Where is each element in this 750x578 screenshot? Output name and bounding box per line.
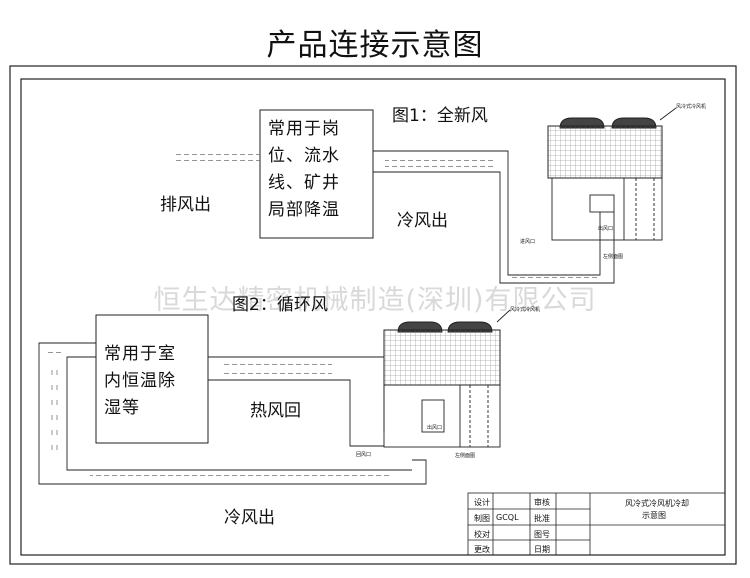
box-line: 位、流水 xyxy=(268,146,340,166)
tb-drawing-no: 图号 xyxy=(534,530,550,539)
figure1-side-label: 左侧面图 xyxy=(603,254,624,260)
figure1-outlet-label: 出风口 xyxy=(598,226,614,232)
application-box-2 xyxy=(95,314,209,444)
tb-design: 设计 xyxy=(474,498,490,507)
exhaust-label: 排风出 xyxy=(160,195,211,215)
figure1-box-text: 常用于岗 位、流水 线、矿井 局部降温 xyxy=(268,116,340,224)
tb-review: 审核 xyxy=(534,498,550,507)
application-box-1 xyxy=(259,109,374,239)
cold-air-duct-2 xyxy=(38,342,427,485)
tb-drawer-name: GCQL xyxy=(496,513,519,522)
tb-drawing: 制图 xyxy=(474,514,490,523)
box-line: 内恒温除 xyxy=(104,371,176,391)
supply-duct-1 xyxy=(373,150,615,284)
air-cooled-chiller-unit-2 xyxy=(383,309,511,448)
tb-name-line2: 示意图 xyxy=(642,511,666,520)
figure2-box-text: 常用于室 内恒温除 湿等 xyxy=(104,341,176,422)
box-line: 线、矿井 xyxy=(268,173,340,193)
air-cooled-chiller-unit-1 xyxy=(547,107,677,241)
figure2-cold-air-label: 冷风出 xyxy=(224,508,275,528)
title-block-grid xyxy=(467,492,726,556)
drawing-frame-outer xyxy=(9,65,737,565)
box-line: 局部降温 xyxy=(268,200,340,220)
tb-check: 校对 xyxy=(474,530,490,539)
figure2-side-label: 左侧面图 xyxy=(455,453,476,459)
tb-change: 更改 xyxy=(474,545,490,554)
figure1-cold-air-label: 冷风出 xyxy=(397,211,448,231)
figure2-return-label: 回风口 xyxy=(356,452,372,458)
hot-return-label: 热风回 xyxy=(250,401,301,421)
page-title: 产品连接示意图 xyxy=(266,28,484,63)
box-line: 湿等 xyxy=(104,398,140,418)
box-line: 常用于室 xyxy=(104,344,176,364)
box-line: 常用于岗 xyxy=(268,119,340,139)
vertical-duct-arrows xyxy=(51,370,58,450)
figure1-caption: 图1：全新风 xyxy=(392,106,488,126)
tb-date: 日期 xyxy=(534,545,550,554)
drawing-frame-inner xyxy=(20,78,726,556)
tb-name-line1: 风冷式冷风机冷却 xyxy=(625,499,689,508)
figure1-inlet-label: 进风口 xyxy=(520,239,536,245)
exhaust-duct-arrows xyxy=(175,153,260,163)
figure2-outlet-label: 出风口 xyxy=(427,425,443,431)
figure2-unit-tag: 风冷式冷风机 xyxy=(510,307,541,313)
figure2-caption: 图2：循环风 xyxy=(232,295,328,315)
figure1-unit-tag: 风冷式冷风机 xyxy=(676,104,707,110)
tb-approve: 批准 xyxy=(534,514,550,523)
